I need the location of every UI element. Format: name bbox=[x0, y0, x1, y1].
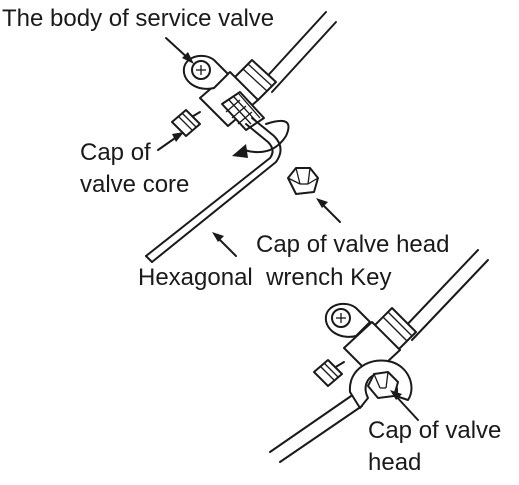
leader-arrow-valve-body bbox=[165, 37, 194, 64]
label-cap-valve-core-line1: Cap of bbox=[80, 139, 151, 166]
label-hex-wrench-key: Hexagonal wrench Key bbox=[138, 264, 391, 291]
rotation-arrow-icon bbox=[232, 120, 290, 158]
open-end-wrench bbox=[269, 359, 413, 463]
label-service-valve-body: The body of service valve bbox=[2, 5, 274, 32]
hexagonal-wrench-key bbox=[145, 117, 282, 263]
top-refrigerant-pipe bbox=[261, 11, 337, 93]
leader-arrow-valve-core-cap bbox=[157, 132, 184, 151]
label-cap-valve-core-line2: valve core bbox=[80, 171, 189, 198]
label-cap-valve-head-bottom-line2: head bbox=[368, 449, 421, 476]
leader-arrows bbox=[157, 37, 419, 421]
top-valve-assembly bbox=[145, 11, 337, 263]
labels: The body of service valve Cap of valve c… bbox=[2, 5, 501, 476]
bottom-cap-of-valve-core bbox=[313, 359, 345, 387]
cap-of-valve-core bbox=[171, 109, 201, 137]
leader-arrow-hex-wrench bbox=[212, 232, 237, 257]
cap-of-valve-head-removed bbox=[287, 167, 319, 195]
leader-arrow-valve-head-cap-top bbox=[316, 198, 341, 223]
label-cap-valve-head-top: Cap of valve head bbox=[256, 231, 449, 258]
leader-arrow-valve-head-cap-bottom bbox=[390, 390, 419, 421]
bottom-valve-assembly bbox=[269, 249, 489, 463]
bottom-refrigerant-pipe bbox=[401, 249, 489, 341]
label-cap-valve-head-bottom-line1: Cap of valve bbox=[368, 417, 501, 444]
